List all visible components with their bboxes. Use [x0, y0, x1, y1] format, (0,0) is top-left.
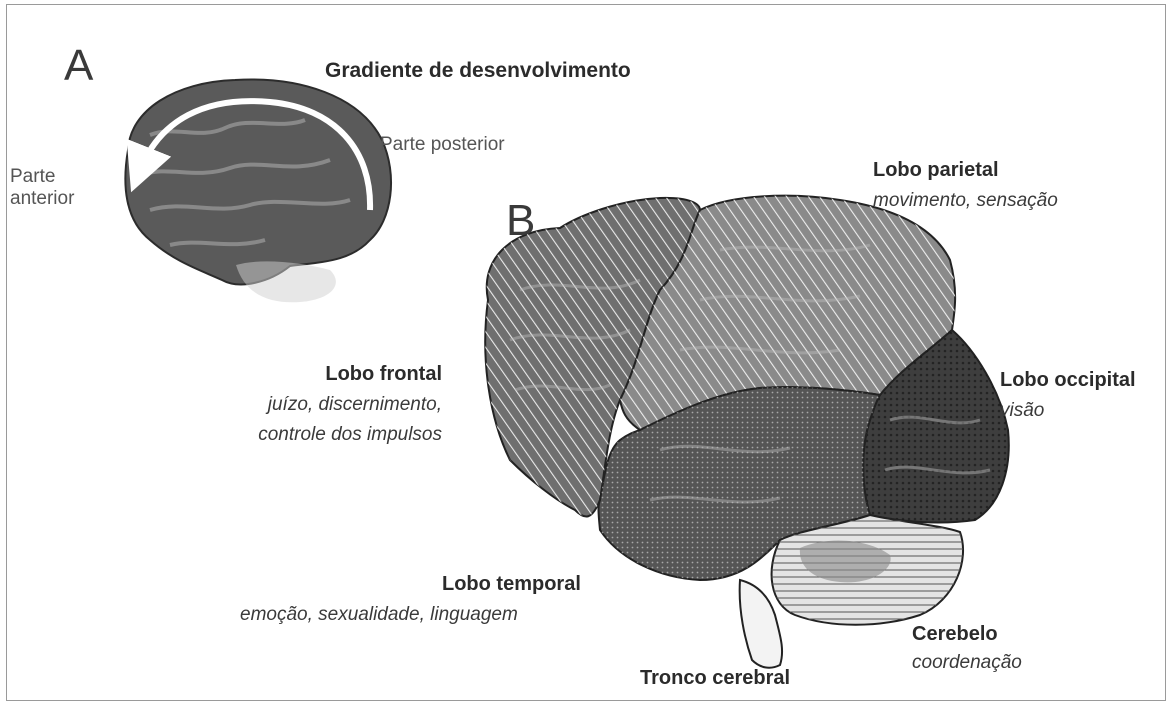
anterior-label-line2: anterior	[10, 188, 74, 211]
occipital-lobe-function: visão	[1000, 400, 1044, 423]
parietal-lobe-function: movimento, sensação	[873, 190, 1058, 213]
temporal-lobe-function: emoção, sexualidade, linguagem	[240, 604, 518, 627]
brainstem-name: Tronco cerebral	[640, 666, 790, 690]
panel-a-letter: A	[64, 40, 93, 93]
posterior-label: Parte posterior	[380, 134, 505, 157]
frontal-lobe-function-line1: juízo, discernimento,	[200, 394, 442, 417]
occipital-lobe-name: Lobo occipital	[1000, 368, 1136, 392]
anterior-label-line1: Parte	[10, 166, 55, 189]
small-brain	[125, 80, 391, 303]
temporal-lobe-name: Lobo temporal	[442, 572, 581, 596]
panel-b-letter: B	[506, 195, 535, 248]
development-gradient-title: Gradiente de desenvolvimento	[325, 58, 631, 83]
cerebellum-name: Cerebelo	[912, 622, 998, 646]
frontal-lobe-name: Lobo frontal	[300, 362, 442, 386]
large-brain	[485, 196, 1009, 668]
parietal-lobe-name: Lobo parietal	[873, 158, 999, 182]
frontal-lobe-function-line2: controle dos impulsos	[190, 424, 442, 447]
cerebellum-function: coordenação	[912, 652, 1022, 675]
